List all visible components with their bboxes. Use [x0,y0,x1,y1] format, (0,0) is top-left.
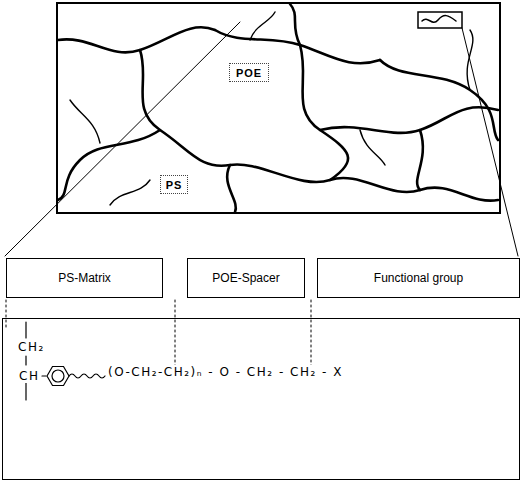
benzene-ring [47,367,69,386]
chemical-bonds [26,322,105,400]
sample-frame [57,3,500,213]
zoom-window [418,12,462,28]
formula-text: CH [18,369,40,383]
wavy-bond [69,374,105,378]
segment-divider [6,300,311,372]
structure-box: CH₂ CH (O-CH₂-CH₂)ₙ - O - CH₂ - CH₂ - X [2,318,520,480]
chain-branches [70,12,473,205]
node-label: PS-Matrix [58,271,111,285]
region-label: POE [229,63,269,82]
segment-box: Functional group [317,258,520,298]
node-label: POE [236,67,262,79]
segment-box: POE-Spacer [187,258,305,298]
node-label: Functional group [374,271,463,285]
zoomed-chain [422,16,456,23]
segment-box: PS-Matrix [6,258,163,298]
zoom-line [5,22,240,256]
formula-text: (O-CH₂-CH₂)ₙ - O - CH₂ - CH₂ - X [107,365,344,379]
polymer-chains [58,4,498,212]
region-label: PS [160,175,188,194]
zoom-line [462,28,518,256]
node-label: PS [166,179,183,191]
node-label: POE-Spacer [212,271,279,285]
formula-text: CH₂ [17,340,46,354]
